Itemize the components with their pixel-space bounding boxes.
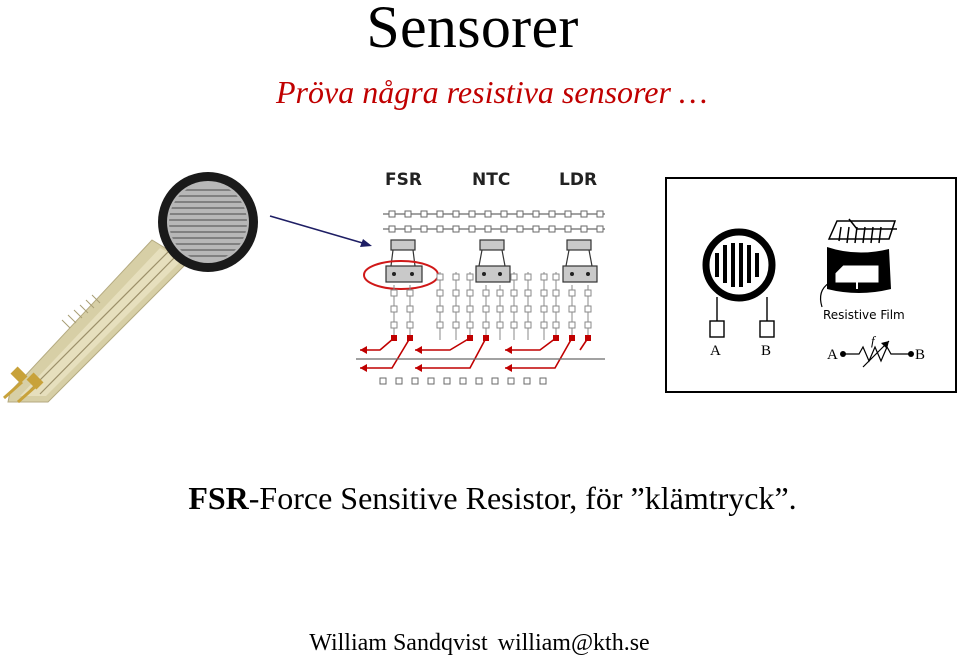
slide-footer: William Sandqvist william@kth.se	[0, 628, 959, 658]
author-name: William Sandqvist	[309, 630, 487, 656]
breadboard-label-fsr: FSR	[385, 170, 422, 190]
pointer-arrow	[268, 214, 378, 250]
pin-a-label: A	[710, 343, 721, 359]
fsr-sensor-image	[0, 170, 280, 410]
caption-acronym: FSR	[188, 480, 248, 516]
resistive-film-label: Resistive Film	[823, 308, 905, 322]
slide-subtitle: Pröva några resistiva sensorer …	[276, 72, 707, 112]
breadboard-diagram: FSR NTC LDR	[352, 158, 617, 394]
breadboard-label-ldr: LDR	[559, 170, 597, 190]
slide-title: Sensorer	[0, 0, 945, 60]
slide-caption: FSR-Force Sensitive Resistor, för ”klämt…	[0, 478, 959, 518]
schematic-f-label: f	[871, 333, 877, 348]
caption-text: -Force Sensitive Resistor, för ”klämtryc…	[249, 480, 797, 516]
breadboard-label-ntc: NTC	[472, 170, 510, 190]
pin-b-label: B	[761, 343, 771, 359]
schematic-b-label: B	[915, 347, 925, 363]
schematic-a-label: A	[827, 347, 838, 363]
author-email: william@kth.se	[498, 630, 650, 656]
ldr-symbol-panel: A B Resistive Film A B f	[665, 177, 957, 393]
